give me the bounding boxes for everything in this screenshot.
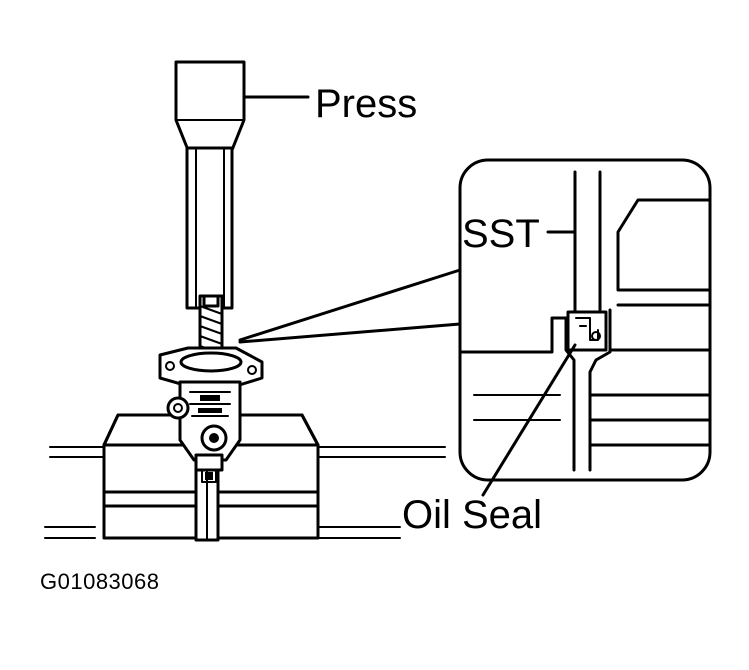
figure-code: G01083068: [40, 569, 160, 594]
sst-label: SST: [462, 212, 540, 256]
press-ram: [174, 60, 246, 310]
inset-detail: [458, 158, 712, 482]
oil-seal-leader-line: [481, 343, 577, 497]
press-label: Press: [315, 82, 418, 126]
callout-lines: [238, 268, 462, 344]
gear-housing-assembly: [158, 294, 264, 483]
base-rails: [44, 446, 446, 539]
oil-seal-label: Oil Seal: [402, 493, 543, 537]
